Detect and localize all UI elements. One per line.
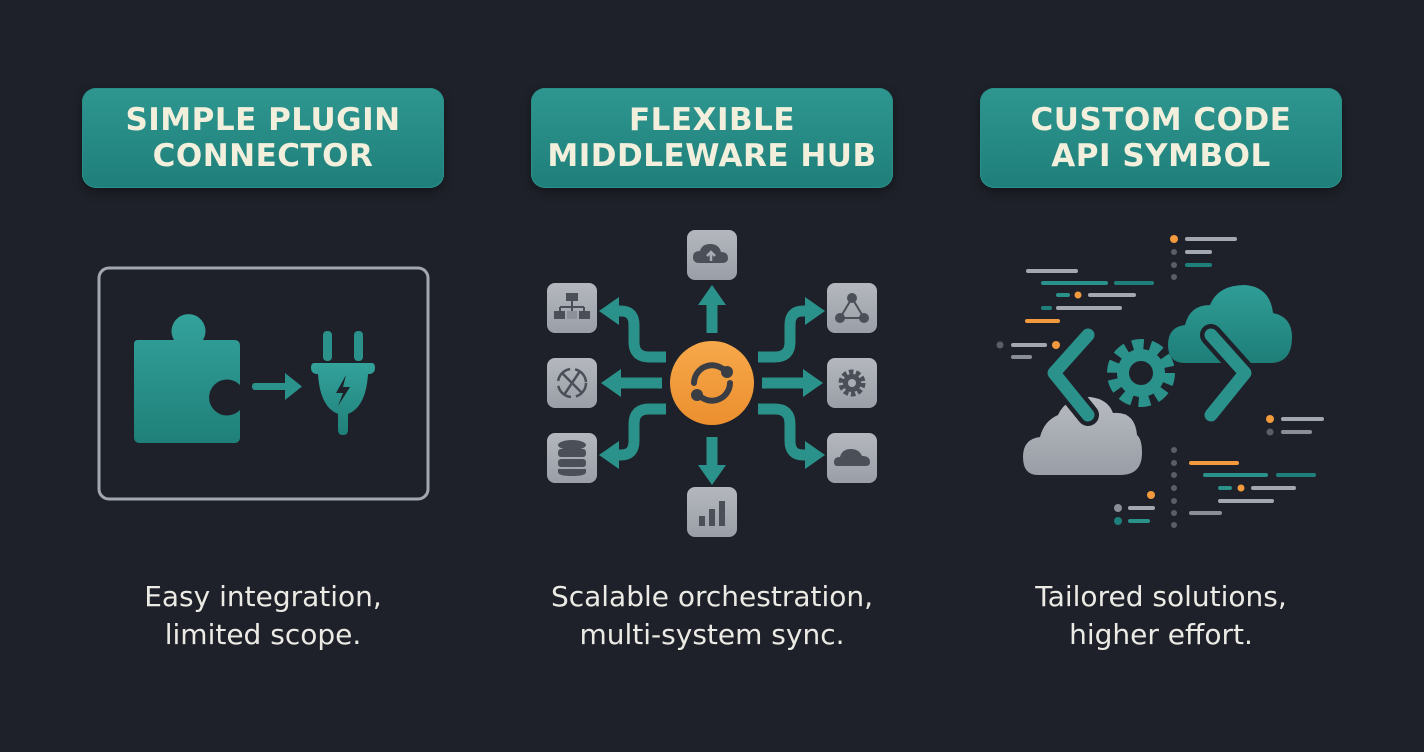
panel-caption: Tailored solutions, higher effort. <box>980 578 1342 654</box>
frame-border <box>97 266 430 501</box>
bar-chart-icon <box>687 487 737 537</box>
hub-arrows <box>615 303 809 467</box>
panel-middleware-hub: FLEXIBLE MIDDLEWARE HUB <box>531 0 893 752</box>
caption-line-2: limited scope. <box>164 618 362 651</box>
panel-title-line-1: SIMPLE PLUGIN <box>125 102 401 138</box>
database-icon <box>547 433 597 483</box>
code-brackets-icon <box>1043 324 1256 426</box>
caption-line-2: higher effort. <box>1069 618 1253 651</box>
caption-line-2: multi-system sync. <box>579 618 845 651</box>
panel-title-line-1: CUSTOM CODE <box>1030 102 1292 138</box>
power-plug-icon <box>311 331 375 435</box>
panel-caption: Scalable orchestration, multi-system syn… <box>531 578 893 654</box>
middleware-hub-illustration <box>531 225 893 545</box>
satellite-orbit-icon <box>547 358 597 408</box>
panel-title-line-1: FLEXIBLE <box>628 102 796 138</box>
lightning-bolt-icon <box>336 375 350 406</box>
arrow-heads <box>599 285 825 485</box>
panel-title-line-2: API SYMBOL <box>1051 138 1271 174</box>
puzzle-piece-icon <box>134 314 240 443</box>
panel-title-box: SIMPLE PLUGIN CONNECTOR <box>82 88 444 188</box>
org-chart-icon <box>547 283 597 333</box>
arrow-right-icon <box>252 373 302 400</box>
panel-title-line-2: CONNECTOR <box>152 138 374 174</box>
panel-simple-plugin: SIMPLE PLUGIN CONNECTOR <box>82 0 444 752</box>
teal-cloud-icon <box>1168 285 1292 363</box>
caption-line-1: Tailored solutions, <box>1035 580 1287 613</box>
gear-icon <box>827 358 877 408</box>
gear-icon <box>1107 339 1175 407</box>
panel-title-line-2: MIDDLEWARE HUB <box>547 138 877 174</box>
custom-code-illustration <box>980 225 1342 545</box>
code-lines-decoration <box>1011 237 1324 523</box>
panel-title-box: FLEXIBLE MIDDLEWARE HUB <box>531 88 893 188</box>
panel-custom-code: CUSTOM CODE API SYMBOL <box>980 0 1342 752</box>
gray-cloud-icon <box>1023 397 1142 475</box>
panel-caption: Easy integration, limited scope. <box>82 578 444 654</box>
panel-title-box: CUSTOM CODE API SYMBOL <box>980 88 1342 188</box>
sync-icon <box>670 341 754 425</box>
network-triangle-icon <box>827 283 877 333</box>
cloud-upload-icon <box>687 230 737 280</box>
plugin-connector-illustration <box>82 225 444 545</box>
caption-line-1: Scalable orchestration, <box>550 580 874 613</box>
code-dots <box>996 235 1274 528</box>
caption-line-1: Easy integration, <box>144 580 382 613</box>
cloud-icon <box>827 433 877 483</box>
